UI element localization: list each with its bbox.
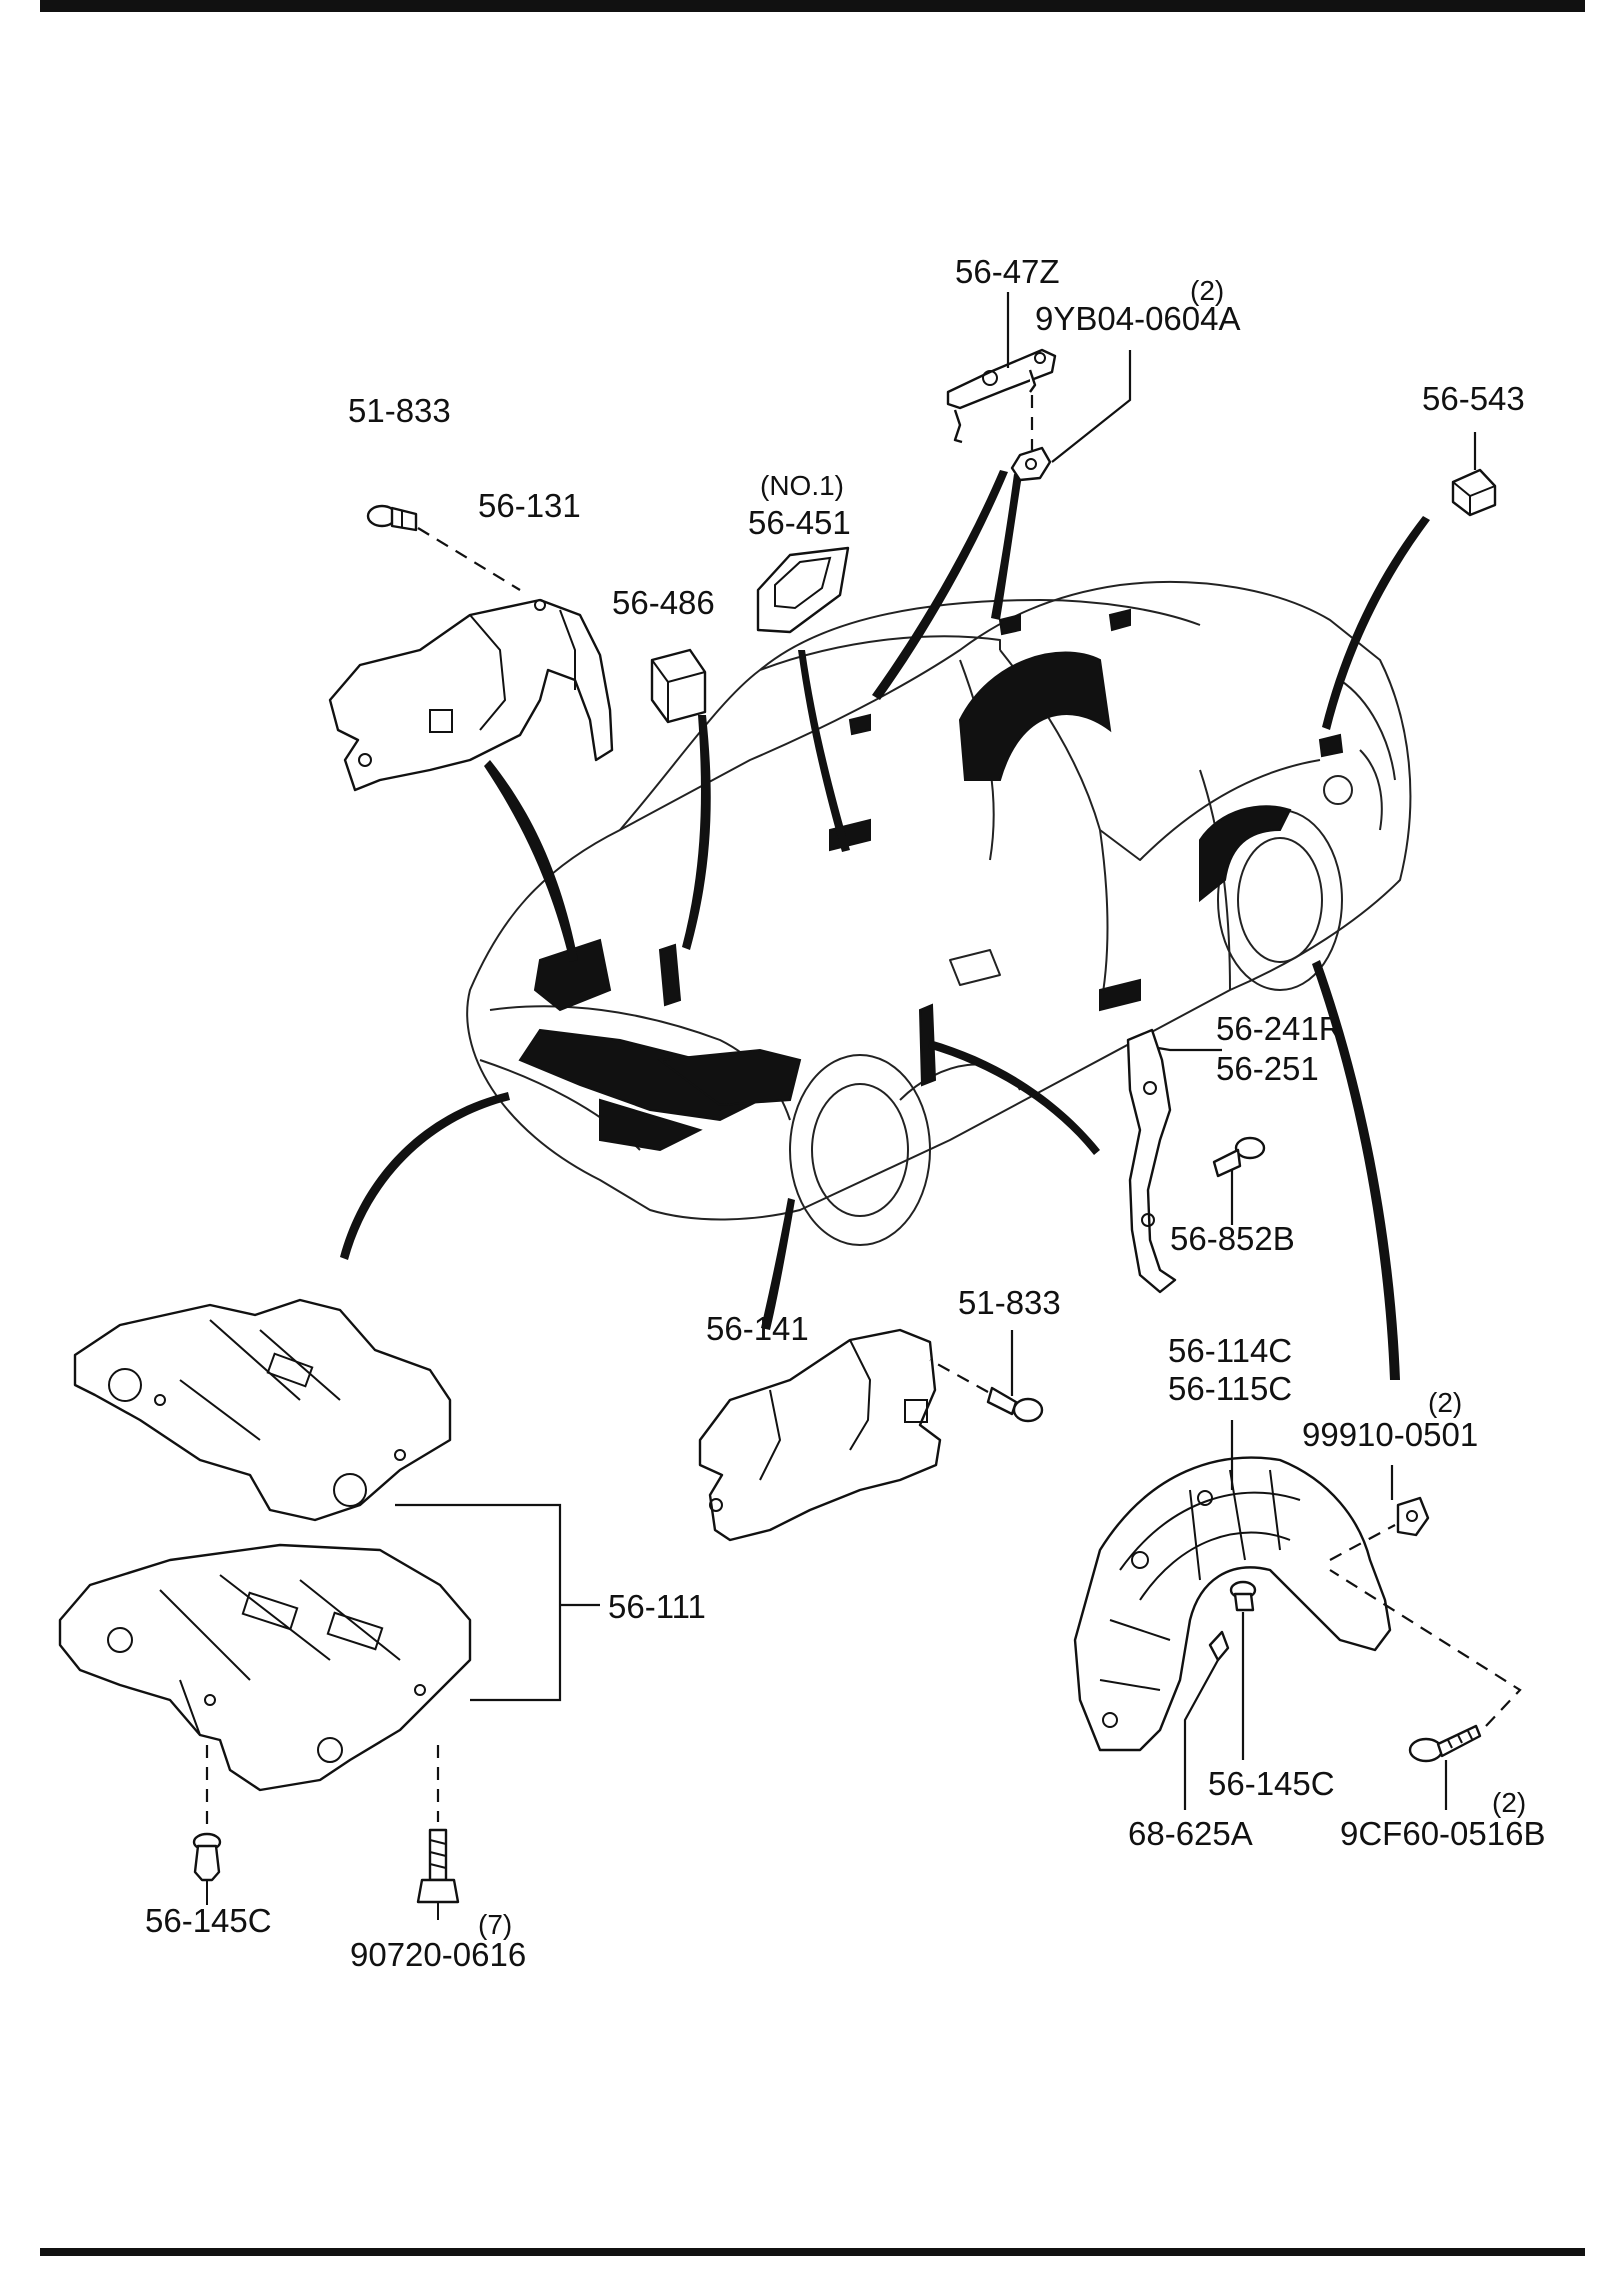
clip-68-625a[interactable] [1208,1630,1230,1662]
leader-9yb04 [1051,350,1132,463]
bottom-rule [40,2248,1585,2256]
label-51-833-mid: 51-833 [958,1284,1061,1321]
label-90720-qty: (7) [478,1909,512,1940]
car-body [466,580,1412,1246]
label-56-451-note: (NO.1) [760,470,844,501]
label-99910-0501: 99910-0501 [1302,1416,1478,1453]
label-68-625a: 68-625A [1128,1815,1253,1852]
part-56-141-splash-shield[interactable] [698,1328,942,1542]
part-56-111-undercover-lower[interactable] [58,1543,472,1792]
label-90720-0616: 90720-0616 [350,1936,526,1973]
label-9yb04-qty: (2) [1190,275,1224,306]
callout-wedges [340,470,1430,1380]
nut-9yb04-0604a[interactable] [1010,446,1052,482]
clip-51-833-mid[interactable] [986,1386,1044,1423]
part-56-131-splash-shield[interactable] [328,598,614,792]
label-56-251: 56-251 [1216,1050,1319,1087]
leader-56-111 [395,1503,600,1702]
label-56-451: 56-451 [748,504,851,541]
label-9yb04-0604a: 9YB04-0604A [1035,300,1241,337]
part-56-451-pad[interactable] [756,546,850,634]
label-56-111: 56-111 [608,1588,706,1625]
top-rule [40,0,1585,12]
part-56-543-block[interactable] [1451,468,1497,517]
dash-99910 [1329,1524,1396,1561]
label-56-115c: 56-115C [1168,1370,1292,1407]
clip-56-145c-left[interactable] [192,1832,222,1905]
part-56-114c-wheel-liner[interactable] [1073,1456,1392,1752]
label-99910-qty: (2) [1428,1387,1462,1418]
clip-56-145c-right[interactable] [1229,1580,1257,1612]
label-51-833-top: 51-833 [348,392,451,429]
clip-51-833-top[interactable] [366,504,418,532]
clip-99910-0501[interactable] [1396,1496,1430,1537]
label-56-543: 56-543 [1422,380,1525,417]
bolt-90720-0616[interactable] [416,1828,460,1920]
label-56-47z: 56-47Z [955,253,1060,290]
label-56-241r: 56-241R [1216,1010,1343,1047]
label-56-145c-right: 56-145C [1208,1765,1335,1802]
dash-51-833-mid [929,1359,989,1393]
label-56-486: 56-486 [612,584,715,621]
screw-9cf60-0516b[interactable] [1408,1724,1482,1763]
part-56-486-block[interactable] [650,648,707,724]
label-56-114c: 56-114C [1168,1332,1292,1369]
leader-56-241r [1157,1046,1222,1052]
label-9cf60-0516b: 9CF60-0516B [1340,1815,1545,1852]
labels: 56-47Z (2) 9YB04-0604A 56-543 51-833 56-… [145,253,1545,1973]
label-9cf60-qty: (2) [1492,1787,1526,1818]
part-56-241r-56-251-strip[interactable] [1126,1028,1177,1294]
label-56-131: 56-131 [478,487,581,524]
clip-56-852b[interactable] [1212,1136,1266,1178]
part-56-47z-bracket[interactable] [946,348,1057,444]
part-56-111-undercover-upper[interactable] [73,1298,452,1522]
label-56-145c-left: 56-145C [145,1902,272,1939]
clip-51-833-top-dash [417,527,521,591]
dash-9cf60 [1329,1569,1522,1727]
leader-68-625a [1183,1659,1219,1810]
label-56-141: 56-141 [706,1310,809,1347]
label-56-852b: 56-852B [1170,1220,1295,1257]
